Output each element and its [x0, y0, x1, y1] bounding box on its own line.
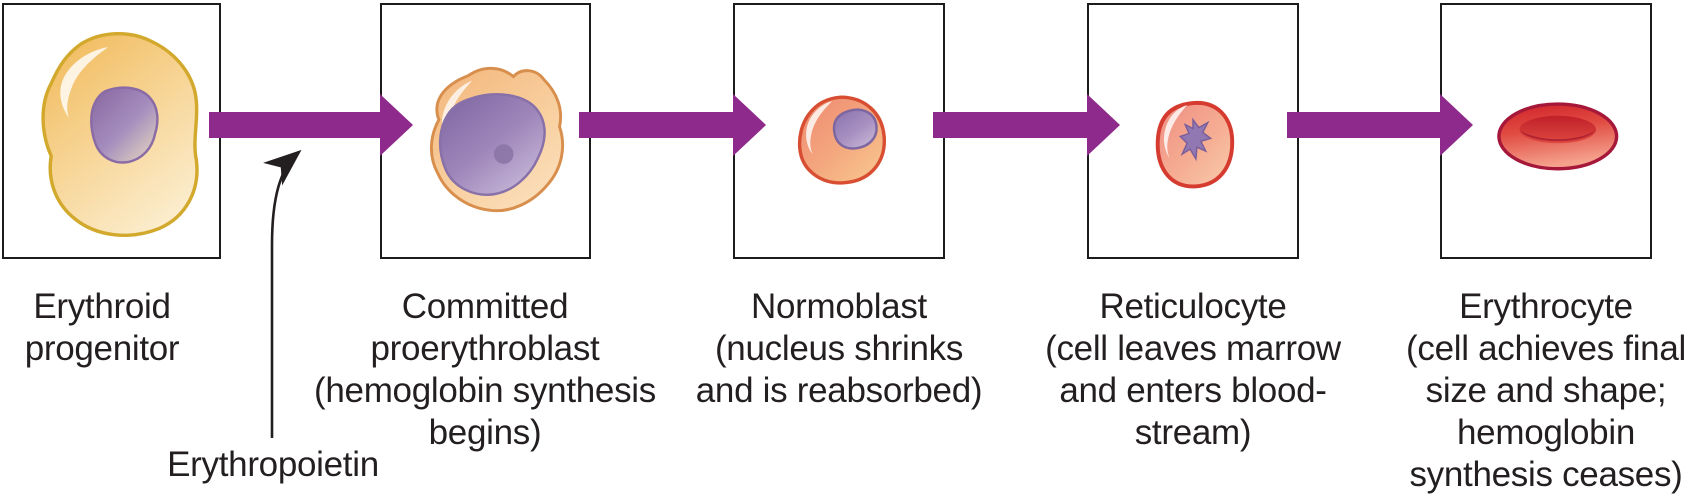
stage-box-reticulocyte — [1087, 3, 1299, 259]
arrow-head — [1087, 94, 1120, 156]
arrow-shaft — [933, 112, 1087, 138]
cell-highlight — [806, 101, 833, 155]
normoblast-cell-illustration — [797, 95, 886, 185]
flow-arrow-1 — [209, 94, 413, 156]
label-line: stream) — [1134, 413, 1252, 452]
cell-nucleus — [832, 108, 878, 150]
flow-arrow-3 — [933, 94, 1120, 156]
label-line: proerythroblast — [370, 329, 600, 368]
stage-box-erythrocyte — [1440, 3, 1652, 259]
cell-nucleus — [90, 86, 159, 164]
stage-box-normoblast — [733, 3, 945, 259]
label-line: and enters blood- — [1059, 371, 1327, 410]
arrow-shaft — [1287, 112, 1440, 138]
label-line: (cell achieves final — [1406, 329, 1686, 368]
nucleolus — [493, 144, 514, 164]
label-line: and is reabsorbed) — [695, 371, 983, 410]
stage-label-committed-proerythroblast: Committed proerythroblast (hemoglobin sy… — [285, 286, 685, 454]
erythroid-progenitor-cell-illustration — [41, 32, 199, 237]
reticulocyte-cell-illustration — [1155, 101, 1235, 189]
label-line: synthesis ceases) — [1409, 455, 1683, 494]
label-line: Normoblast — [751, 287, 927, 326]
label-line: (hemoglobin synthesis — [314, 371, 656, 410]
stage-label-reticulocyte: Reticulocyte (cell leaves marrow and ent… — [993, 286, 1393, 454]
arrow-head — [733, 94, 766, 156]
label-line: Committed — [401, 287, 569, 326]
label-line: hemoglobin — [1457, 413, 1635, 452]
label-line: begins) — [428, 413, 542, 452]
arrow-head — [1440, 94, 1473, 156]
stage-box-erythroid-progenitor — [2, 3, 221, 259]
erythropoietin-label: Erythropoietin — [167, 445, 379, 484]
cell-highlight — [1163, 105, 1188, 158]
cell-highlight — [60, 47, 109, 118]
label-line: (cell leaves marrow — [1045, 329, 1341, 368]
label-line: Erythrocyte — [1459, 287, 1633, 326]
label-line: Reticulocyte — [1099, 287, 1287, 326]
erythrocyte-cell-illustration — [1497, 102, 1619, 171]
stage-label-erythroid-progenitor: Erythroid progenitor — [0, 286, 302, 370]
stage-box-committed-proerythroblast — [380, 3, 591, 259]
label-line: size and shape; — [1425, 371, 1667, 410]
arrow-head — [380, 94, 413, 156]
cell-dimple — [1519, 115, 1597, 144]
stage-label-erythrocyte: Erythrocyte (cell achieves final size an… — [1346, 286, 1693, 496]
dimple-rim-shadow — [1520, 130, 1596, 142]
label-line: progenitor — [24, 329, 180, 368]
flow-arrow-4 — [1287, 94, 1473, 156]
label-line: Erythroid — [33, 287, 171, 326]
arrow-shaft — [579, 112, 733, 138]
proerythroblast-cell-illustration — [429, 66, 565, 213]
label-line: (nucleus shrinks — [714, 329, 964, 368]
flow-arrow-2 — [579, 94, 766, 156]
nuclear-remnant — [1178, 117, 1213, 162]
arrow-shaft — [209, 112, 380, 138]
cell-nucleus — [438, 93, 546, 196]
stage-label-normoblast: Normoblast (nucleus shrinks and is reabs… — [639, 286, 1039, 412]
